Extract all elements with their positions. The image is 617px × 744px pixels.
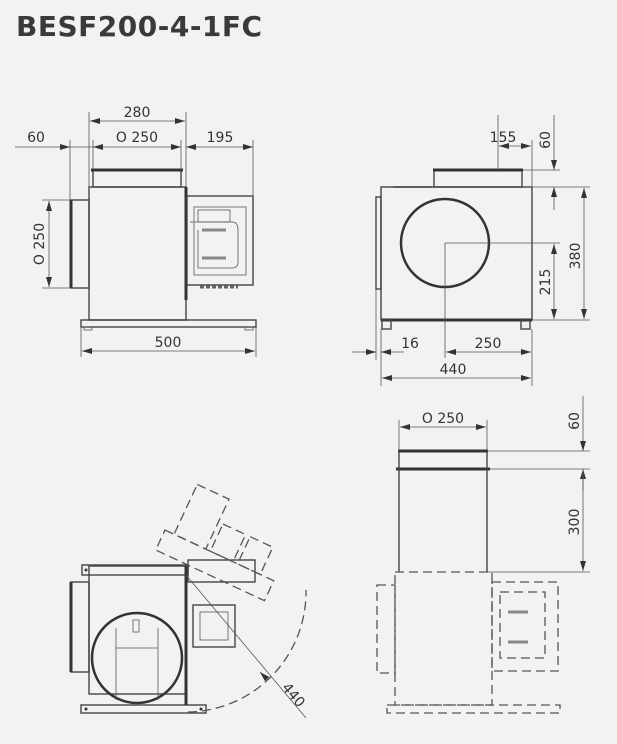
top-duct-view: O 250 60 300 (376, 396, 590, 714)
dim-total-height: 380 (568, 243, 584, 270)
page-title: BESF200-4-1FC (16, 10, 263, 43)
dim-swing-radius: 440 (278, 680, 307, 711)
dim-width: 440 (440, 362, 467, 378)
dim-center-height: 215 (538, 269, 554, 296)
dim-collar-height-bottom: 60 (567, 412, 583, 430)
dim-collar-height: 60 (538, 131, 554, 149)
dim-center-to-edge: 250 (475, 336, 502, 352)
dim-duct-length: 300 (567, 509, 583, 536)
dim-top-width: 280 (124, 105, 151, 121)
swing-view: 440 (69, 483, 308, 719)
dim-duct-diameter-bottom: O 250 (422, 411, 464, 427)
dim-left-offset-front: 16 (401, 336, 419, 352)
side-view: 280 60 O 250 195 O 250 500 (15, 105, 257, 357)
front-view: 155 60 215 380 16 250 440 (352, 115, 590, 386)
dim-duct-diameter-top: O 250 (116, 130, 158, 146)
dim-duct-diameter-left: O 250 (32, 223, 48, 265)
dim-left-offset: 60 (27, 130, 45, 146)
dim-base-length: 500 (155, 335, 182, 351)
dim-top-offset: 155 (490, 130, 517, 146)
dim-motor-width: 195 (207, 130, 234, 146)
